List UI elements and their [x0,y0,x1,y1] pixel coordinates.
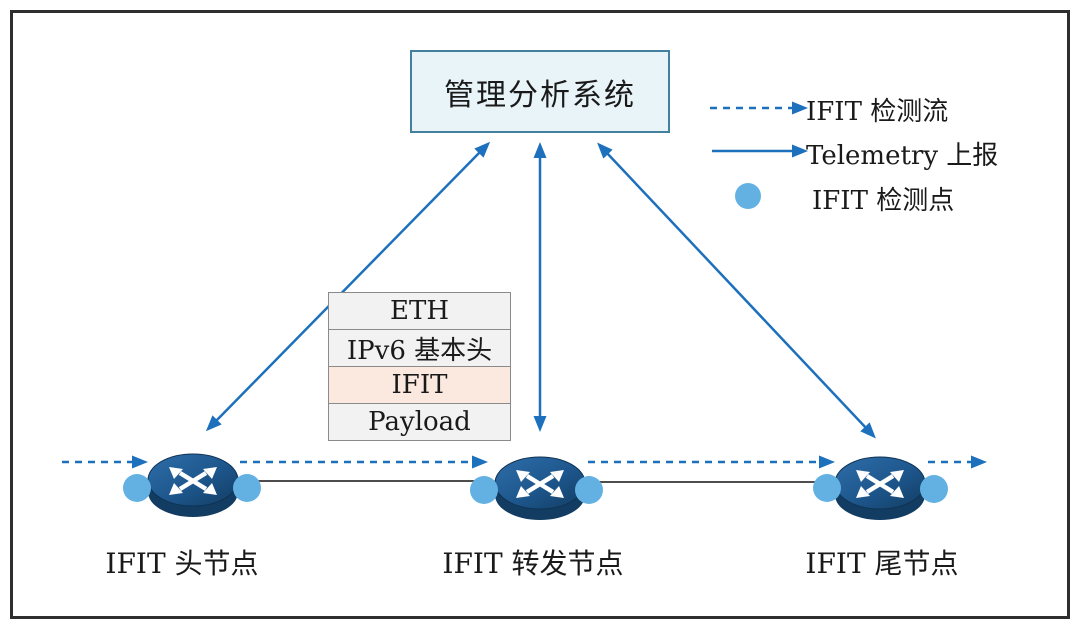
legend-item-detection-point-label: IFIT 检测点 [812,186,955,216]
node-label-head: IFIT 头节点 [105,547,259,580]
node-label-transit: IFIT 转发节点 [442,547,624,580]
legend-detection-point-icon [735,183,761,209]
packet-stack-row: ETH [329,293,510,330]
packet-stack-row: Payload [329,404,510,440]
management-system-box: 管理分析系统 [410,50,670,133]
node-label-tail: IFIT 尾节点 [805,547,959,580]
physical-link-line [243,480,832,483]
packet-stack-row: IPv6 基本头 [329,330,510,367]
telemetry-arrow [205,141,876,439]
management-system-label: 管理分析系统 [444,77,636,113]
packet-stack: ETH IPv6 基本头 IFIT Payload [328,292,511,441]
figure-frame [10,10,1070,619]
legend-item-flow-label: IFIT 检测流 [806,97,949,127]
legend-item-telemetry-label: Telemetry 上报 [806,141,999,171]
packet-stack-row-ifit: IFIT [329,367,510,404]
legend-icons [710,101,808,209]
